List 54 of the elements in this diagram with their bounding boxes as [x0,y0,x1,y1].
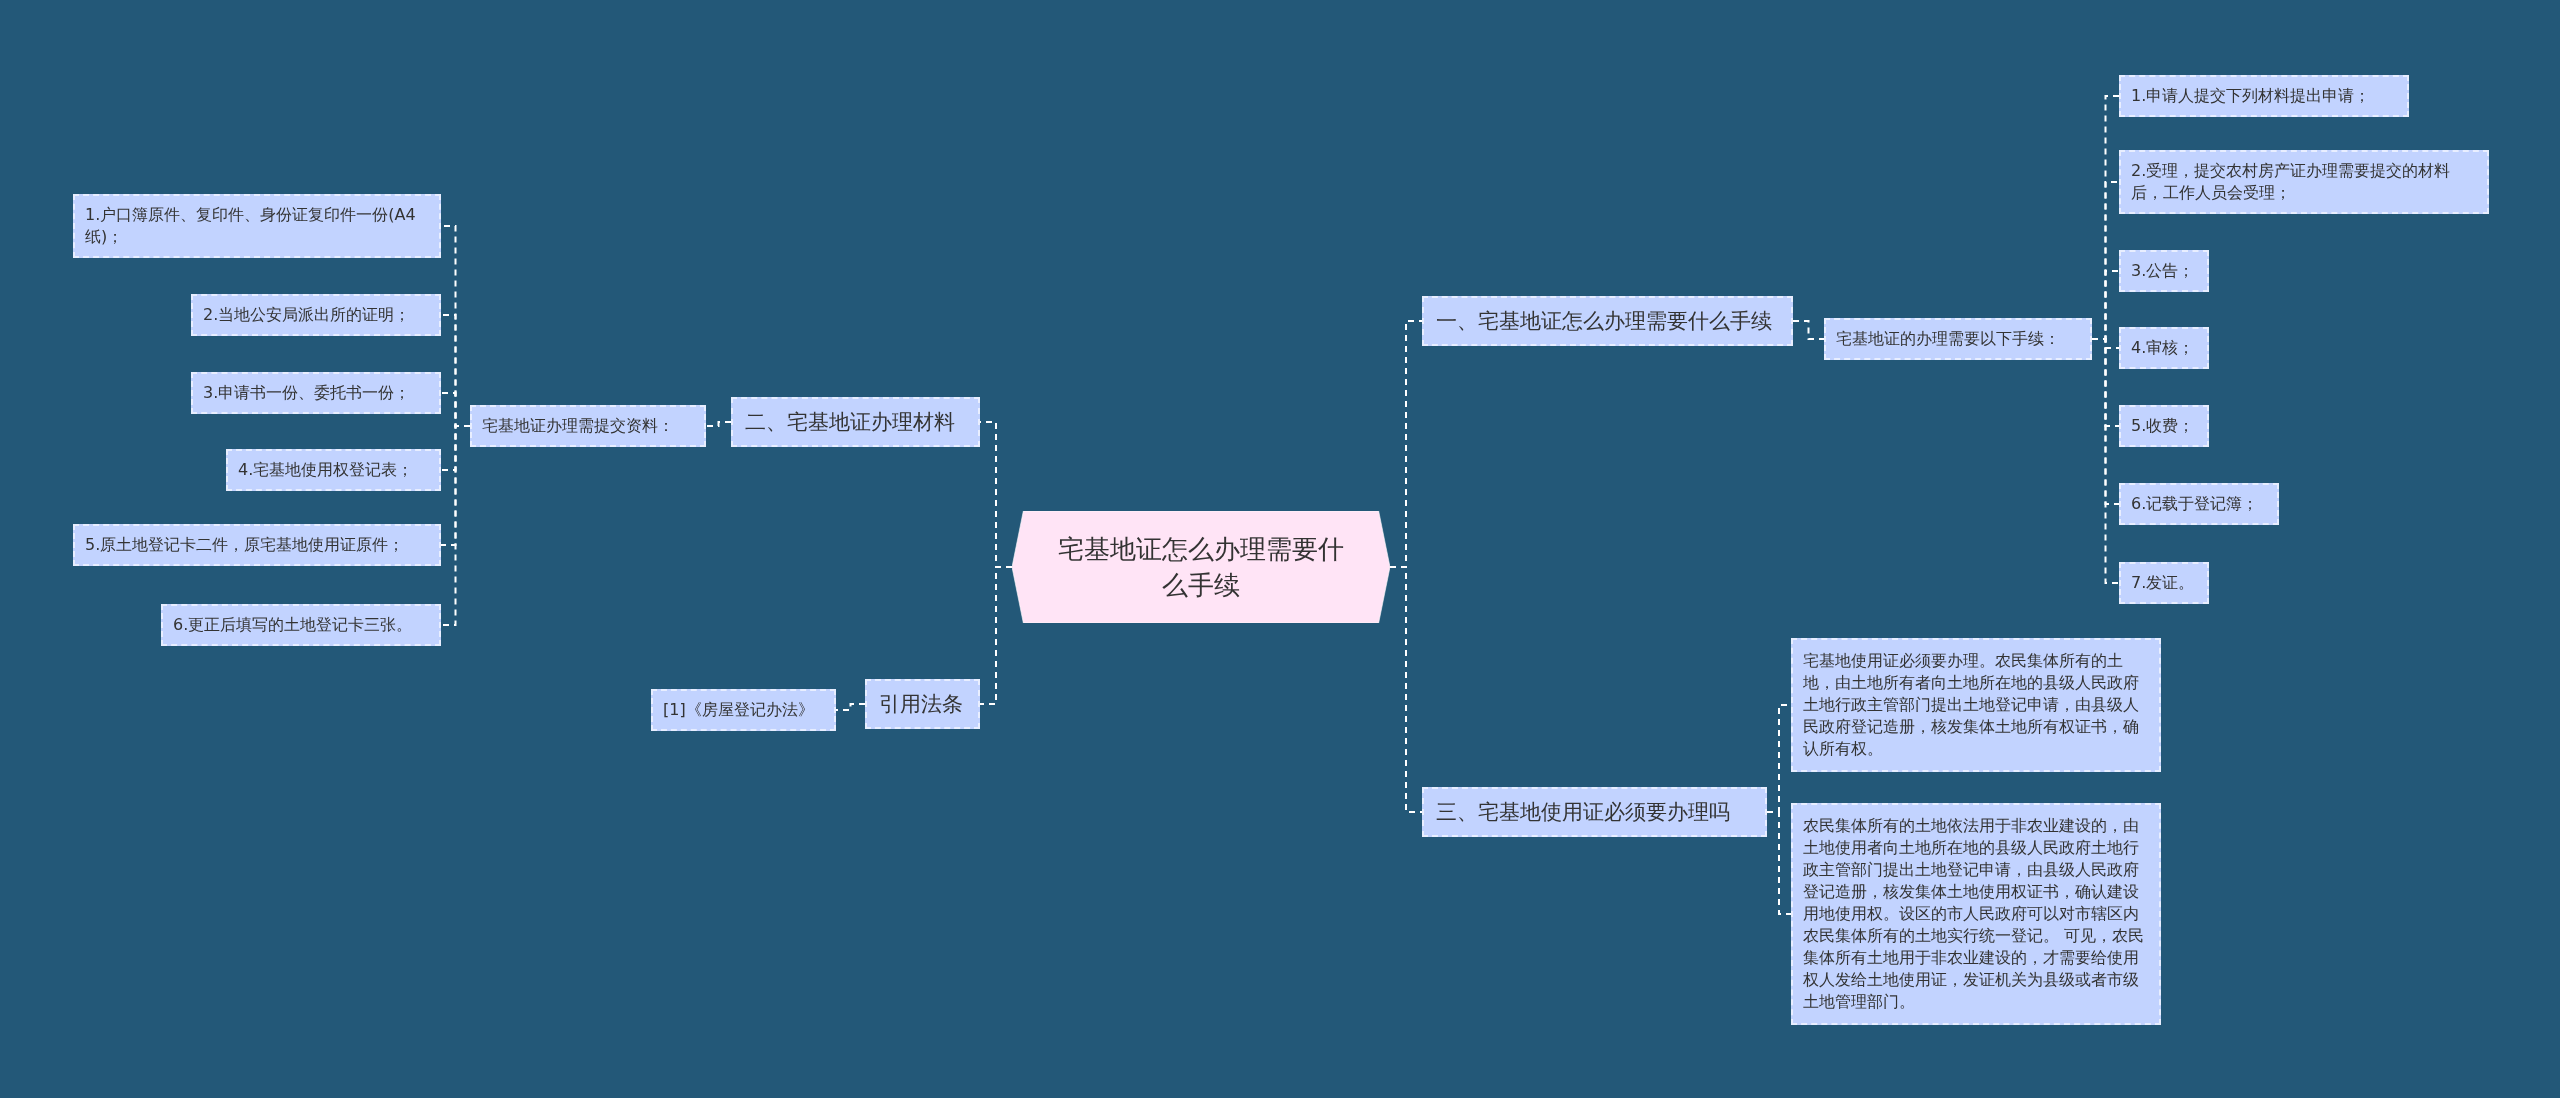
topic-text: 一、宅基地证怎么办理需要什么手续 [1436,308,1773,335]
topic-box [2119,250,2209,292]
topic-box [2119,562,2209,604]
connector-line [835,703,866,711]
topic-box [731,397,980,447]
topic-text: 1.申请人提交下列材料提出申请； [2131,85,2372,107]
connector-line [979,566,1013,705]
topic-text: 3.公告； [2131,260,2196,282]
topic-box [2119,405,2209,447]
connector-line [705,421,732,427]
topic-box [2119,150,2489,214]
topic-text: 5.收费； [2131,415,2196,437]
topic-text: 宅基地使用证必须要办理。农民集体所有的土地，由土地所有者向土地所在地的县级人民政府土地行政主管部门提出土地登记申请，由县级人民政府登记造册，核发集体土地所有权证书，确认所有权。 [1803,650,2140,760]
topic-text: 6.更正后填写的土地登记卡三张。 [173,614,414,636]
topic-box [470,405,706,447]
topic-box [1824,318,2092,360]
topic-box [1422,296,1793,346]
topic-text: 宅基地证办理需提交资料： [482,415,675,437]
topic-box [191,294,441,336]
topic-box [191,372,441,414]
topic-text: 6.记载于登记簿； [2131,493,2260,515]
central-topic-hexagon [1012,511,1390,623]
connector-line [1766,811,1792,915]
topic-text: 引用法条 [879,691,964,718]
topic-text: 宅基地证的办理需要以下手续： [1836,328,2061,350]
topic-text: 宅基地证怎么办理需要什么手续 [1057,533,1345,602]
topic-box [226,449,441,491]
topic-box [651,689,836,731]
connector-line [440,425,471,626]
topic-box [73,524,441,566]
topic-box [161,604,441,646]
topic-text: 7.发证。 [2131,572,2196,594]
topic-box [1422,787,1767,837]
topic-box [2119,327,2209,369]
topic-text: 4.审核； [2131,337,2196,359]
topic-text: 5.原土地登记卡二件，原宅基地使用证原件； [85,534,406,556]
topic-box [865,679,980,729]
topic-text: 4.宅基地使用权登记表； [238,459,415,481]
topic-text: 2.当地公安局派出所的证明； [203,304,412,326]
topic-box [2119,75,2409,117]
connector-line [2091,338,2120,584]
topic-text: 农民集体所有的土地依法用于非农业建设的，由土地使用者向土地所在地的县级人民政府土地行政主管部门提出土地登记申请，由县级人民政府登记造册，核发集体土地使用权证书，确认建设用地使用权。设区的市人民政府可以对市辖区内农民集体所有的土地实行统一登记。 可见，农民集体所有土地用于非农业建设的，才需要给使用权人发给土地使用证，发证机关为县级或者市级土地管理部门。 [1803,815,2146,1013]
connector-line [1389,566,1423,813]
topic-text: 3.申请书一份、委托书一份； [203,382,412,404]
topic-text: 二、宅基地证办理材料 [745,409,956,436]
topic-box [1791,803,2161,1025]
topic-text: 2.受理，提交农村房产证办理需要提交的材料后，工作人员会受理； [2131,160,2452,204]
topic-text: [1]《房屋登记办法》 [663,699,815,721]
topic-text: 三、宅基地使用证必须要办理吗 [1436,799,1731,826]
topic-text: 1.户口簿原件、复印件、身份证复印件一份(A4纸)； [85,204,417,248]
topic-box [1791,638,2161,772]
connector-line [1792,320,1825,340]
topic-box [73,194,441,258]
topic-box [2119,483,2279,525]
